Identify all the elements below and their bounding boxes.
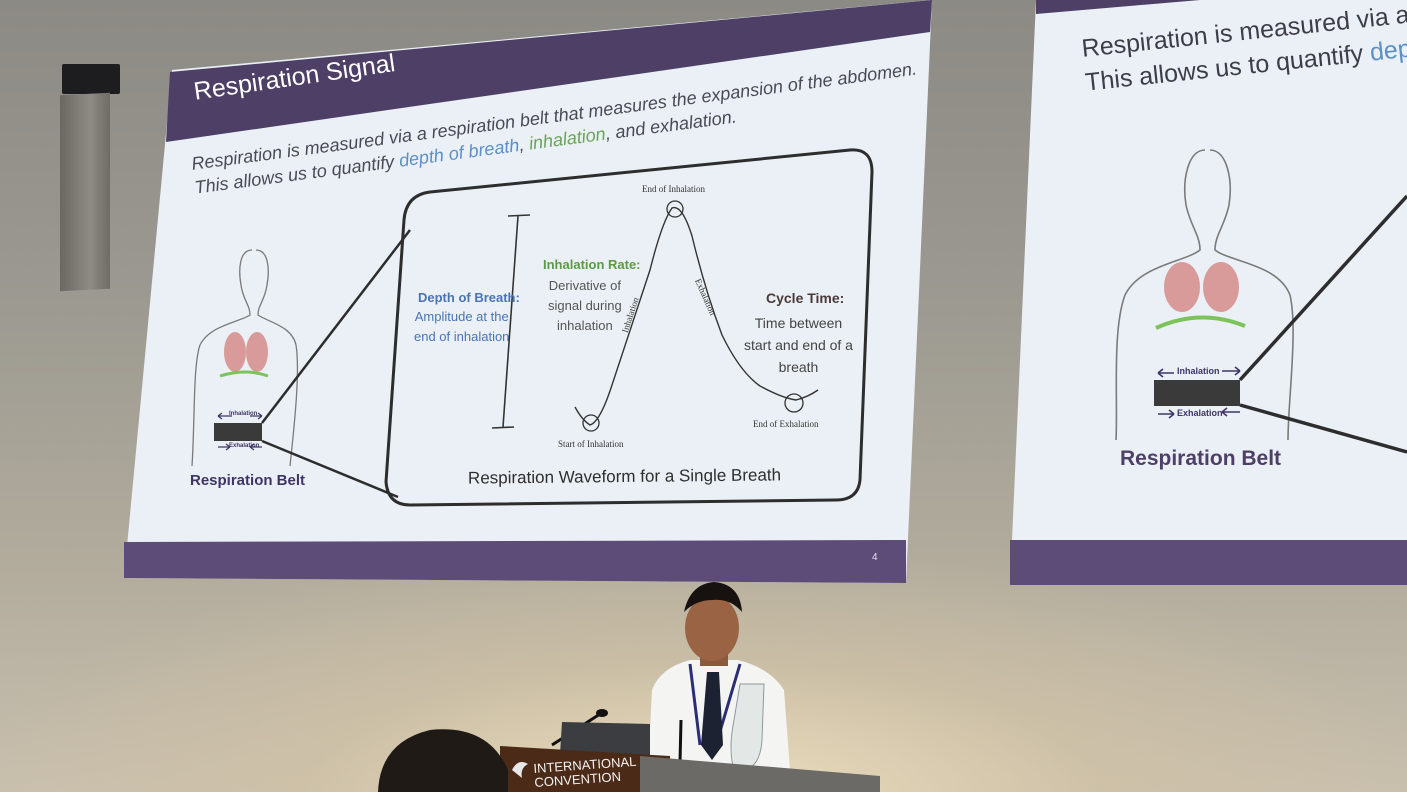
secondary-right-lung [1203,262,1239,312]
belt-exhalation-arrows [218,443,262,451]
inhalation-rate-description: Derivative of signal during inhalation [548,276,622,336]
depth-of-breath-title: Depth of Breath: [418,290,520,305]
waveform-panel [384,148,874,507]
secondary-left-lung [1164,262,1200,312]
amplitude-bar-bottom [491,426,515,429]
cycle-line-2: start and end of a [744,337,853,353]
secondary-zoom-line-bottom [1239,403,1407,454]
torso-outline [191,249,299,467]
amplitude-bar [502,215,519,428]
secondary-zoom-line-top [1238,194,1407,382]
secondary-belt-exhalation-label: Exhalation [1177,408,1223,418]
secondary-belt-inhalation-label: Inhalation [1177,366,1220,376]
respiration-belt [214,423,262,441]
amplitude-bar-top [507,214,531,217]
respiration-belt-caption: Respiration Belt [190,472,306,489]
laptop [560,722,650,756]
presenter-hair [684,582,742,612]
left-lung [224,332,246,372]
rate-line-1: Derivative of [548,278,621,293]
secondary-belt-caption: Respiration Belt [1120,447,1282,470]
wall-speaker [62,64,120,94]
diaphragm [219,370,269,378]
end-of-inhalation-marker [666,200,684,218]
microphone-head [596,709,608,717]
rate-line-2: signal during [548,298,622,313]
end-of-inhalation-label: End of Inhalation [642,184,705,194]
cycle-line-3: breath [778,359,819,375]
depth-line-1: Amplitude at the [414,309,509,324]
start-of-inhalation-marker [582,414,600,432]
lectern [500,746,670,792]
secondary-diaphragm [1155,315,1246,330]
secondary-respiration-belt [1154,380,1240,406]
belt-inhalation-arrows [217,412,263,420]
depth-line-2: end of inhalation [414,329,510,344]
depth-of-breath-description: Amplitude at the end of inhalation [414,307,509,347]
rate-line-3: inhalation [557,318,613,333]
right-lung [246,332,268,372]
zoom-line-top [261,229,411,424]
audience-head [378,729,508,792]
presenter-face [685,595,739,661]
start-of-inhalation-label: Start of Inhalation [558,439,624,449]
cycle-time-title: Cycle Time: [766,290,845,306]
respiration-waveform [574,206,819,426]
secondary-exhalation-arrows [1158,407,1240,419]
end-of-exhalation-label: End of Exhalation [753,419,819,429]
lectern-side [640,756,880,792]
belt-exhalation-label: Exhalation [229,443,260,449]
microphone-2-stand [678,719,683,763]
cycle-time-description: Time between start and end of a breath [744,312,853,378]
secondary-inhalation-arrows [1157,366,1241,378]
belt-inhalation-label: Inhalation [229,411,258,417]
end-of-exhalation-marker [784,393,804,413]
inhalation-rate-title: Inhalation Rate: [543,257,641,272]
zoom-line-bottom [261,439,399,499]
slide-page-number: 4 [872,552,878,563]
lectern-logo-icon [512,762,528,778]
cycle-line-1: Time between [754,315,843,331]
secondary-torso-outline [1115,149,1294,441]
presenter-tie [701,672,723,760]
